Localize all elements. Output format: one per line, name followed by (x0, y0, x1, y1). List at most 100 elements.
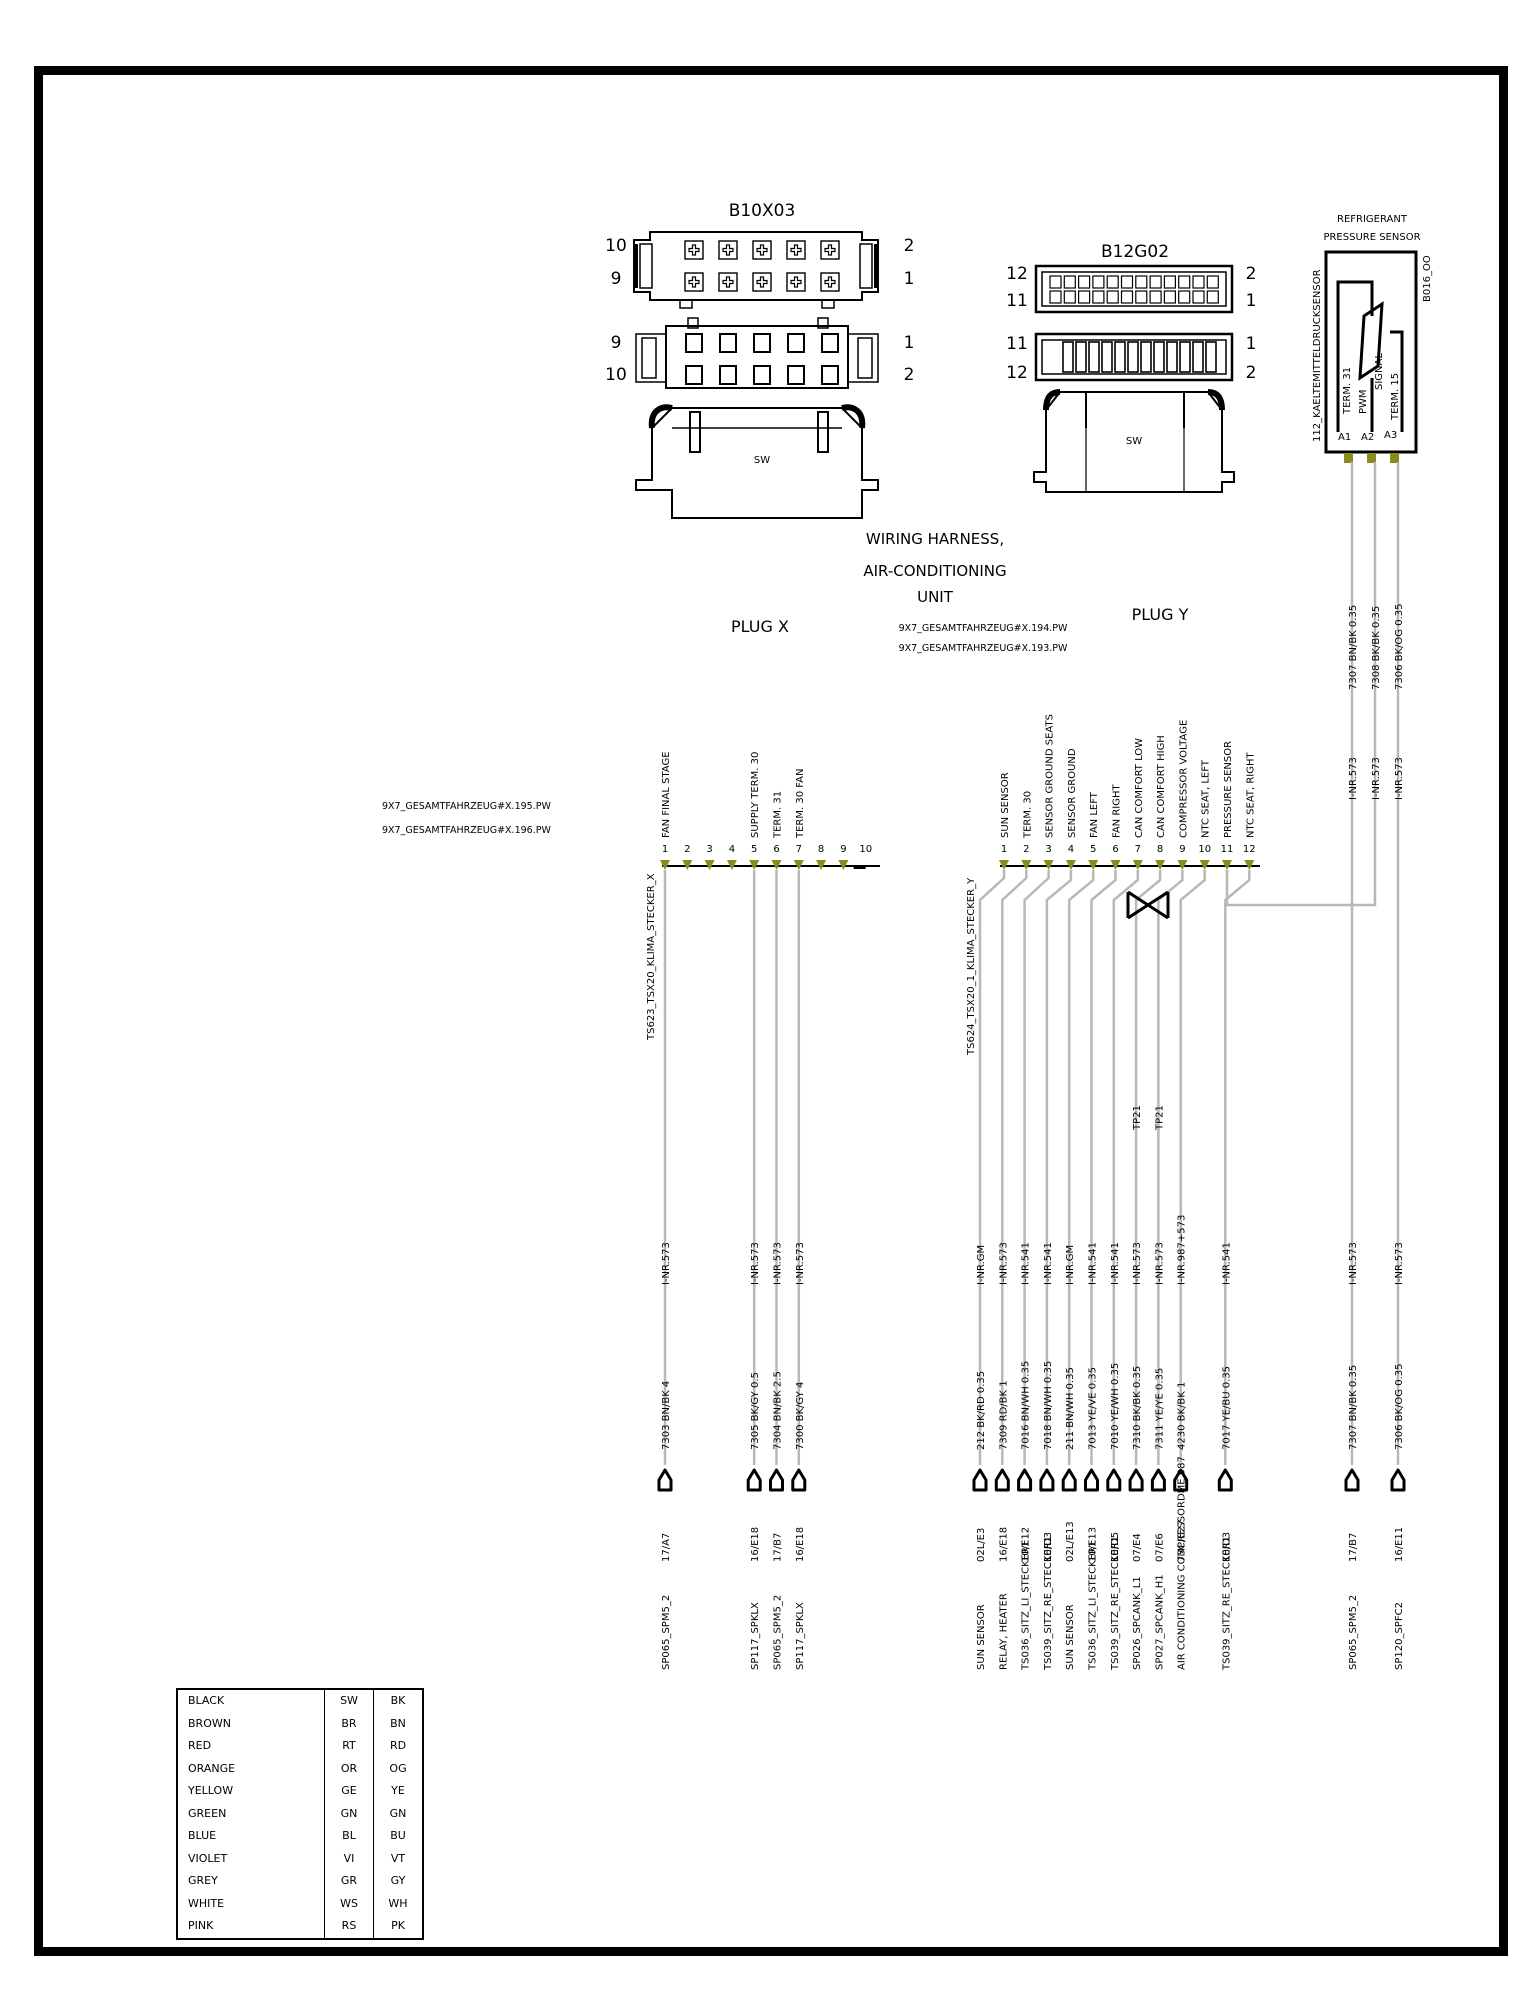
wire-destination: SUN SENSOR (1065, 1604, 1076, 1670)
pin-number-label: 1 (904, 269, 915, 289)
plug-y-pin-number: 9 (1179, 844, 1185, 855)
wire-spec: 211 BN/WH 0.35 (1065, 1367, 1076, 1450)
plug-x-pin (749, 860, 760, 870)
harness-heading: WIRING HARNESS, AIR-CONDITIONING UNIT 9X… (382, 530, 1189, 1056)
wire-reference: I-NR.573 (1394, 757, 1405, 800)
pin-number-label: 2 (1246, 363, 1257, 383)
pin-cavity (821, 333, 839, 353)
legend-color-name: RED (188, 1739, 212, 1752)
harness-title-line1: WIRING HARNESS, (866, 530, 1004, 548)
wire-reference: I-NR.GM (976, 1245, 987, 1285)
pin-cavity (1063, 290, 1076, 304)
pin-number-label: 11 (1006, 291, 1028, 311)
legend-code-en: VT (373, 1847, 423, 1870)
plug-x-pin-number: 8 (818, 844, 824, 855)
pin-cavity (753, 333, 771, 353)
wire-grid-ref: 16/E18 (998, 1527, 1009, 1562)
legend-code-en: GN (373, 1802, 423, 1825)
pin-cavity (1153, 341, 1165, 373)
plug-y-pin (999, 860, 1009, 870)
plug-y-pin-number: 7 (1135, 844, 1141, 855)
pin-cavity (1088, 341, 1100, 373)
legend-code-de: WS (324, 1892, 374, 1915)
legend-code-en: PK (373, 1915, 423, 1939)
wire-spec: 7307 BN/BK 0.35 (1348, 605, 1359, 690)
wire (1001, 870, 1028, 1465)
plug-x-pin (704, 860, 715, 870)
pin-number-label: 2 (904, 365, 915, 385)
legend-code-en: BK (373, 1689, 423, 1713)
wire-terminal (1061, 1468, 1077, 1492)
wire-terminal (1017, 1468, 1033, 1492)
harness-reference: 9X7_GESAMTFAHRZEUG#X.194.PW (899, 623, 1068, 634)
wire-spec: 212 BK/RD 0.35 (976, 1371, 987, 1450)
pin-cavity (1163, 275, 1177, 289)
plug-x-pin-number: 3 (706, 844, 712, 855)
wire-terminal (791, 1468, 807, 1492)
wire-reference: I-NR.573 (750, 1242, 761, 1285)
wire-destination: TS039_SITZ_RE_STECKER1 (1043, 1536, 1054, 1671)
legend-color-name: GREY (188, 1874, 218, 1887)
legend-color-name: BLACK (188, 1694, 225, 1707)
pin-number-label: 11 (1006, 334, 1028, 354)
plug-y-pin (1177, 860, 1188, 870)
wire-spec: 7013 YE/VE 0.35 (1088, 1367, 1099, 1450)
pin-cavity (1135, 275, 1148, 289)
plug-y-pin-number: 11 (1221, 844, 1234, 855)
legend-code-de: GR (324, 1870, 374, 1893)
wire-destination: TS036_SITZ_LI_STECKER1 (1088, 1541, 1099, 1671)
pin-cavity (719, 365, 737, 385)
plug-y-pin-function: FAN RIGHT (1112, 784, 1123, 839)
wire-reference: I-NR.573 (1132, 1242, 1143, 1285)
pin-cavity (1178, 290, 1191, 304)
pin-cavity (719, 333, 737, 353)
sensor-side-label: 112_KAELTEMITTELDRUCKSENSOR (1312, 269, 1323, 442)
wire-terminal (972, 1468, 988, 1492)
plug-x-pin-number: 1 (662, 844, 668, 855)
pin-cavity (1205, 341, 1217, 373)
pin-cavity (1206, 275, 1219, 289)
plug-y-pin-number: 4 (1068, 844, 1074, 855)
legend-code-de: SW (324, 1689, 374, 1713)
wire-destination: SP120_SPFC2 (1394, 1602, 1405, 1670)
wire-grid-ref: 17/A7 (661, 1533, 672, 1562)
plug-x-pin-number: 7 (796, 844, 802, 855)
plug-y-pin-function: FAN LEFT (1089, 791, 1100, 838)
wire-grid-ref: 10/E12 (1021, 1527, 1032, 1562)
wire-terminal (1084, 1468, 1099, 1492)
pin-cavity (821, 365, 839, 385)
pin-cavity (1178, 275, 1191, 289)
wire-grid-ref: 16/E11 (1394, 1527, 1405, 1562)
plug-y-pin-number: 10 (1198, 844, 1211, 855)
pin-number-label: 2 (1246, 264, 1257, 284)
pin-cavity (1120, 275, 1134, 289)
plug-y-pin-number: 8 (1157, 844, 1163, 855)
wire-terminal (1106, 1468, 1122, 1492)
wire-terminal (994, 1468, 1010, 1492)
wire-grid-ref: 10/D5 (1110, 1532, 1121, 1562)
plug-y-pin (1110, 860, 1121, 870)
plug-y-pin (1021, 860, 1032, 870)
harness-reference: 9X7_GESAMTFAHRZEUG#X.193.PW (899, 643, 1068, 654)
pin-number-label: 10 (605, 236, 627, 256)
sensor-pin-pwm: PWM (1358, 389, 1369, 414)
plug-y-pin (1222, 860, 1232, 870)
wire-terminal (1390, 1468, 1406, 1492)
pin-cavity (685, 365, 703, 385)
plug-x-pin-number: 6 (773, 844, 779, 855)
wire-spec: 7308 BK/BK 0.35 (1371, 606, 1382, 690)
wire-terminal (1344, 1468, 1360, 1492)
legend-color-name: VIOLET (188, 1851, 228, 1865)
plug-x-pin-function: SUPPLY TERM. 30 (750, 752, 761, 838)
wire-destination: SP117_SPKLX (795, 1602, 806, 1670)
wire-destination: SUN SENSOR (976, 1604, 987, 1670)
diagram-frame (34, 66, 1508, 1956)
wire-grid-ref: 16/E18 (795, 1527, 806, 1562)
wire (1023, 870, 1050, 1465)
legend-code-de: GE (324, 1780, 374, 1803)
pin-cavity (1149, 275, 1162, 289)
wire-terminal (1217, 1468, 1233, 1492)
plug-y-pin-number: 6 (1112, 844, 1118, 855)
